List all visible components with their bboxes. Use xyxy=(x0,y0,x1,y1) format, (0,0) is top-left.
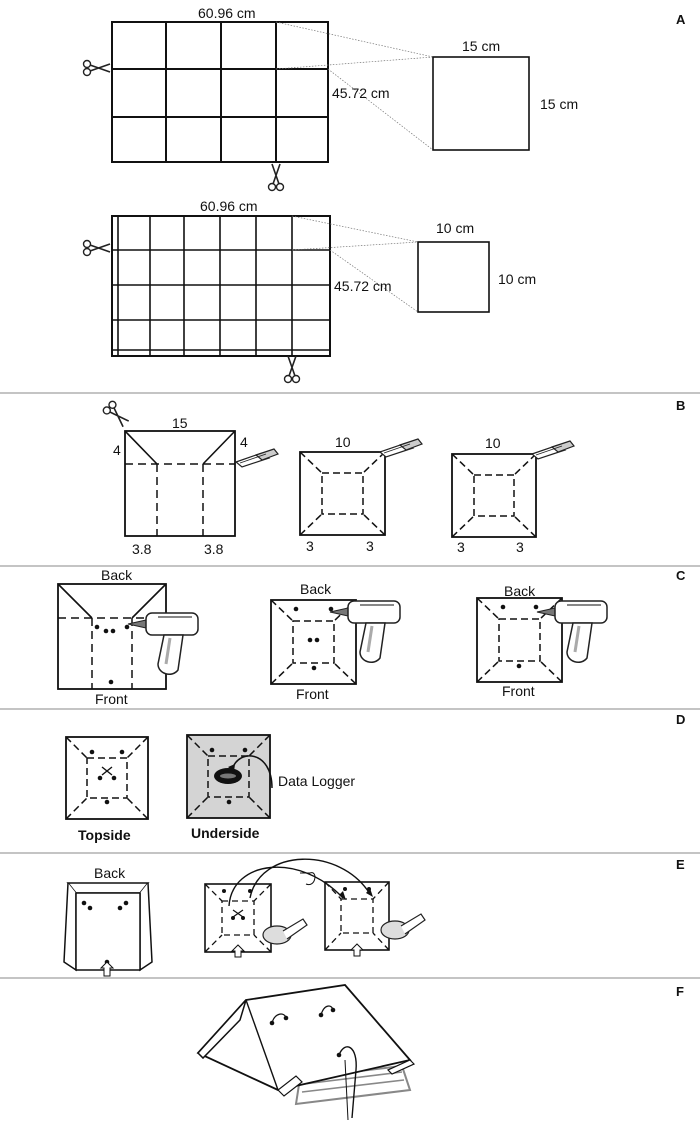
scissors-icon xyxy=(267,163,285,192)
base-dimension-right: 3 xyxy=(516,539,524,555)
sheet-width-label: 60.96 cm xyxy=(200,198,258,214)
panel-b: B 15 4 4 3.8 3.8 10 3 3 10 3 3 xyxy=(101,398,685,557)
topside-template xyxy=(65,736,149,820)
square-width-label: 10 cm xyxy=(436,220,474,236)
front-label: Front xyxy=(296,686,329,702)
clip-assembly-2 xyxy=(324,881,390,957)
square-height-label: 15 cm xyxy=(540,96,578,112)
sheet-15cm-grid xyxy=(111,21,434,163)
knife-icon xyxy=(379,438,423,458)
knife-icon xyxy=(235,448,279,468)
template-large xyxy=(124,430,236,537)
folded-shelter-back xyxy=(63,882,153,977)
panel-label-b: B xyxy=(676,398,685,413)
panel-label-e: E xyxy=(676,857,685,872)
scissors-icon xyxy=(101,399,133,431)
clip-assembly-1 xyxy=(204,883,272,958)
template-small-2 xyxy=(451,453,537,538)
panel-label-a: A xyxy=(676,12,686,27)
panel-label-d: D xyxy=(676,712,685,727)
front-label: Front xyxy=(502,683,535,699)
base-dimension-right: 3.8 xyxy=(204,541,224,557)
panel-d: D Topside Data Logger Underside xyxy=(65,712,685,843)
connection-arrows xyxy=(228,858,373,907)
back-label: Back xyxy=(94,865,126,881)
panel-label-c: C xyxy=(676,568,686,583)
panel-a: A 60.96 cm 45.72 cm 15 cm 15 cm xyxy=(82,5,686,384)
square-10cm xyxy=(417,241,490,313)
knife-icon xyxy=(531,440,575,460)
base-dimension-left: 3 xyxy=(457,539,465,555)
panel-label-f: F xyxy=(676,984,684,999)
base-dimension-left: 3 xyxy=(306,538,314,554)
pointer-arrow xyxy=(231,755,273,789)
back-label: Back xyxy=(504,583,536,599)
sheet-height-label: 45.72 cm xyxy=(334,278,392,294)
data-logger-label: Data Logger xyxy=(278,773,355,789)
top-dimension: 10 xyxy=(335,434,351,450)
square-width-label: 15 cm xyxy=(462,38,500,54)
top-dimension: 15 xyxy=(172,415,188,431)
sheet-height-label: 45.72 cm xyxy=(332,85,390,101)
underside-label: Underside xyxy=(191,825,260,841)
sheet-width-label: 60.96 cm xyxy=(198,5,256,21)
fold-dimension-left: 4 xyxy=(113,442,121,458)
scissors-icon xyxy=(82,239,111,257)
top-dimension: 10 xyxy=(485,435,501,451)
base-dimension-right: 3 xyxy=(366,538,374,554)
square-15cm xyxy=(432,56,530,151)
template-small-1 xyxy=(299,451,386,536)
topside-label: Topside xyxy=(78,827,131,843)
template-large-drilled xyxy=(57,583,167,690)
front-label: Front xyxy=(95,691,128,707)
back-label: Back xyxy=(101,567,133,583)
panel-c: C Back Front Back Front xyxy=(57,567,686,707)
back-label: Back xyxy=(300,581,332,597)
fold-dimension-right: 4 xyxy=(240,434,248,450)
scissors-icon xyxy=(283,355,301,384)
square-height-label: 10 cm xyxy=(498,271,536,287)
assembled-shelter xyxy=(196,984,416,1121)
panel-f: F xyxy=(196,984,684,1121)
scissors-icon xyxy=(82,59,111,77)
base-dimension-left: 3.8 xyxy=(132,541,152,557)
panel-e: E Back xyxy=(63,857,685,977)
sheet-10cm-grid xyxy=(111,215,419,357)
